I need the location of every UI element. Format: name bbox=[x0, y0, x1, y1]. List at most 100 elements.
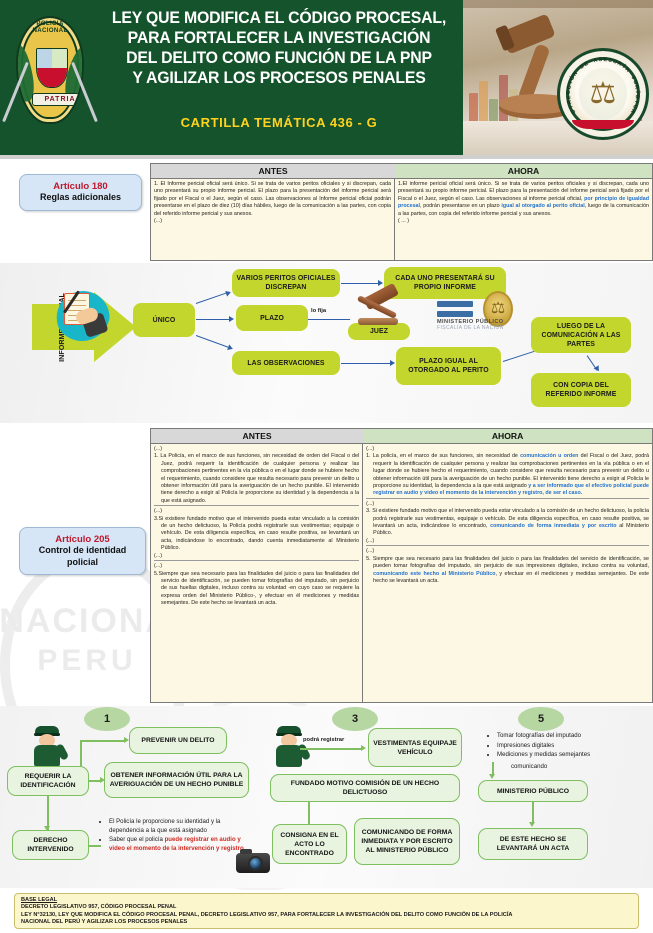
a205-ahora-e3-post: al Ministerio Público. bbox=[373, 523, 650, 537]
ahora-post: , luego de la comunicación a las partes,… bbox=[398, 203, 649, 217]
node-juez: JUEZ bbox=[348, 323, 410, 340]
step-number-3: 3 bbox=[332, 707, 378, 731]
a205-antes-e1: 1. La Policía, en el marco de sus funcio… bbox=[154, 453, 360, 504]
article-180-subtitle: Reglas adicionales bbox=[39, 192, 122, 202]
label-lo-fija: lo fija bbox=[311, 308, 327, 314]
article-205-label: Artículo 205 Control de identidad polici… bbox=[19, 527, 146, 575]
ahora-pre: 1.El informe pericial oficial será único… bbox=[398, 181, 649, 202]
base-legal-line-3: NACIONAL DEL PERÚ Y AGILIZAR LOS PROCESO… bbox=[21, 919, 188, 926]
node-plazo-igual: PLAZO IGUAL AL OTORGADO AL PERITO bbox=[396, 347, 501, 385]
article-180-comparison-table: ANTES AHORA 1. El Informe pericial ofici… bbox=[150, 163, 653, 261]
a205-ahora-e1-hl1: comunicación u orden bbox=[520, 453, 579, 460]
ahora-highlight-2: igual al otorgado al perito oficial bbox=[501, 203, 585, 210]
node-comunicando-inmediata: COMUNICANDO DE FORMA INMEDIATA Y POR ESC… bbox=[354, 818, 460, 865]
mp-logo-line-2: FISCALÍA DE LA NACIÓN bbox=[437, 325, 504, 331]
a205-antes-e5-tail: (...) bbox=[154, 560, 360, 570]
article-180-antes-text: 1. El Informe pericial oficial será únic… bbox=[154, 181, 392, 217]
node-obtener-informacion: OBTENER INFORMACIÓN ÚTIL PARA LA AVERIGU… bbox=[104, 762, 249, 798]
flow-diagram-article-180: INFORME PERICIAL ÚNICO VARIOS PERITOS OF… bbox=[0, 263, 653, 423]
a205-ahora-e1-tail: (...) bbox=[366, 446, 375, 452]
pnp-crest-icon: POLICIA NACIONAL PATRIA bbox=[2, 6, 98, 146]
bullet-registrar: Saber que el policía puede registrar en … bbox=[109, 836, 250, 853]
a205-antes-e1-tail: (...) bbox=[154, 446, 163, 452]
police-officer-icon-2 bbox=[272, 724, 312, 768]
crest-arc-text: POLICIA NACIONAL bbox=[32, 20, 68, 34]
node-con-copia: CON COPIA DEL REFERIDO INFORME bbox=[531, 373, 631, 407]
article-180-antes-cell: 1. El Informe pericial oficial será únic… bbox=[151, 179, 396, 260]
column-header-ahora: AHORA bbox=[395, 164, 652, 179]
bullet-registrar-pre: Saber que el policía bbox=[109, 836, 165, 844]
a205-ahora-e1-mid: del Fiscal o del Juez, podrá requerir la… bbox=[373, 453, 650, 490]
a205-antes-e3-tail: (...) bbox=[154, 505, 360, 515]
a205-ahora-e1: 1. La policía, en el marco de sus funcio… bbox=[366, 453, 649, 497]
column-header-ahora-205: AHORA bbox=[363, 429, 652, 444]
column-header-antes-205: ANTES bbox=[151, 429, 364, 444]
node-varios-peritos: VARIOS PERITOS OFICIALES DISCREPAN bbox=[232, 269, 340, 297]
base-legal-line-2: LEY N°32130, LEY QUE MODIFICA EL CÓDIGO … bbox=[21, 911, 513, 918]
a205-ahora-e3-tail: (...) bbox=[366, 497, 649, 508]
a205-ahora-e5-post: , y efectuar en él mediciones y medidas … bbox=[373, 570, 649, 584]
ahora-mid: , podrán presentarse en un plazo bbox=[420, 203, 502, 210]
node-las-observaciones: LAS OBSERVACIONES bbox=[232, 351, 340, 375]
gavel-mid-icon bbox=[352, 282, 416, 328]
base-legal-title: BASE LEGAL bbox=[21, 897, 58, 903]
node-luego-comunicacion: LUEGO DE LA COMUNICACIÓN A LAS PARTES bbox=[531, 317, 631, 353]
a205-ahora-e3: 3. Si existiere fundado motivo que el in… bbox=[366, 508, 649, 538]
article-180-number: Artículo 180 bbox=[53, 181, 108, 192]
flow-diagram-article-205: 1 REQUERIR LA IDENTIFICACIÓN PREVENIR UN… bbox=[0, 706, 653, 888]
base-legal-box: BASE LEGAL DECRETO LEGISLATIVO 957, CÓDI… bbox=[14, 893, 639, 929]
ministerio-publico-logo: ⚖ MINISTERIO PÚBLICO FISCALÍA DE LA NACI… bbox=[437, 291, 537, 337]
article-180-ahora-tail: ( ... ) bbox=[398, 218, 410, 225]
node-unico: ÚNICO bbox=[133, 303, 195, 337]
node-vestimentas: VESTIMENTAS EQUIPAJE VEHÍCULO bbox=[368, 728, 462, 767]
mp-logo-line-1: MINISTERIO PÚBLICO bbox=[437, 319, 504, 325]
clipboard-writing-icon bbox=[54, 285, 110, 341]
article-205-subtitle: Control de identidad policial bbox=[38, 545, 127, 567]
base-legal-line-1: DECRETO LEGISLATIVO 957, CÓDIGO PROCESAL… bbox=[21, 904, 177, 910]
gavel-icon bbox=[495, 15, 575, 119]
a205-ahora-e3-close: (...) bbox=[366, 537, 375, 544]
page-title: LEY QUE MODIFICA EL CÓDIGO PROCESAL, PAR… bbox=[96, 8, 462, 88]
camera-icon bbox=[236, 848, 270, 874]
ahora-highlight-1: por principio de igualdad procesal bbox=[398, 195, 649, 210]
crest-banner-text: PATRIA bbox=[32, 93, 82, 106]
step5-bullets: Tomar fotografías del imputado Impresion… bbox=[488, 732, 648, 761]
a205-antes-e3: 3.Si existiere fundado motivo que el int… bbox=[154, 515, 360, 552]
node-plazo: PLAZO bbox=[236, 305, 308, 331]
bullet-identidad: El Policía le proporcione su identidad y… bbox=[109, 818, 250, 835]
step-number-5: 5 bbox=[518, 707, 564, 731]
node-levantara-acta: DE ESTE HECHO SE LEVANTARÁ UN ACTA bbox=[478, 828, 588, 860]
derecho-bullets: El Policía le proporcione su identidad y… bbox=[100, 818, 250, 854]
police-officer-icon-1 bbox=[30, 724, 70, 768]
article-205-comparison-table: ANTES AHORA (...) 1. La Policía, en el m… bbox=[150, 428, 653, 703]
bullet-impresiones: Impresiones digitales bbox=[497, 742, 648, 751]
cartilla-subtitle: CARTILLA TEMÁTICA 436 - G bbox=[180, 115, 378, 130]
article-180-ahora-cell: 1.El informe pericial oficial será único… bbox=[395, 179, 652, 260]
a205-ahora-e3-hl: comunicando de forma inmediata y por esc… bbox=[490, 523, 617, 530]
article-180-antes-tail: (...) bbox=[154, 218, 163, 225]
a205-ahora-e1-hl2: y a ser informado que el efectivo polici… bbox=[373, 483, 649, 497]
header-banner: POLICIA NACIONAL PATRIA LEY QUE MODIFICA… bbox=[0, 0, 653, 155]
article-180-ahora-text: 1.El informe pericial oficial será único… bbox=[398, 181, 649, 218]
a205-ahora-e3-pre: 3. Si existiere fundado motivo que el in… bbox=[366, 508, 649, 530]
node-requerir-identificacion: REQUERIR LA IDENTIFICACIÓN bbox=[7, 766, 89, 796]
article-180-label: Artículo 180 Reglas adicionales bbox=[19, 174, 142, 211]
a205-antes-e3-close: (...) bbox=[154, 552, 163, 559]
a205-ahora-e5-tail: (...) bbox=[366, 545, 649, 555]
label-podra-registrar: podrá registrar bbox=[303, 737, 345, 743]
node-ministerio-publico: MINISTERIO PÚBLICO bbox=[478, 780, 588, 802]
node-cada-uno-presentara: CADA UNO PRESENTARÁ SU PROPIO INFORME bbox=[384, 267, 506, 299]
table-header-row-205: ANTES AHORA bbox=[151, 429, 652, 444]
article-205-ahora-cell: (...) 1. La policía, en el marco de sus … bbox=[363, 444, 652, 702]
article-205-number: Artículo 205 bbox=[55, 534, 110, 545]
title-line-3: DEL DELITO COMO FUNCIÓN DE LA PNP bbox=[126, 49, 432, 67]
bullet-registrar-hl: puede registrar en audio y video el mome… bbox=[109, 836, 244, 852]
a205-antes-e5: 5.Siempre que sea necesario para las fin… bbox=[154, 570, 360, 607]
table-header-row: ANTES AHORA bbox=[151, 164, 652, 179]
column-header-antes: ANTES bbox=[151, 164, 396, 179]
bullet-mediciones: Mediciones y medidas semejantes bbox=[497, 751, 648, 760]
title-line-2: PARA FORTALECER LA INVESTIGACIÓN bbox=[127, 29, 431, 47]
